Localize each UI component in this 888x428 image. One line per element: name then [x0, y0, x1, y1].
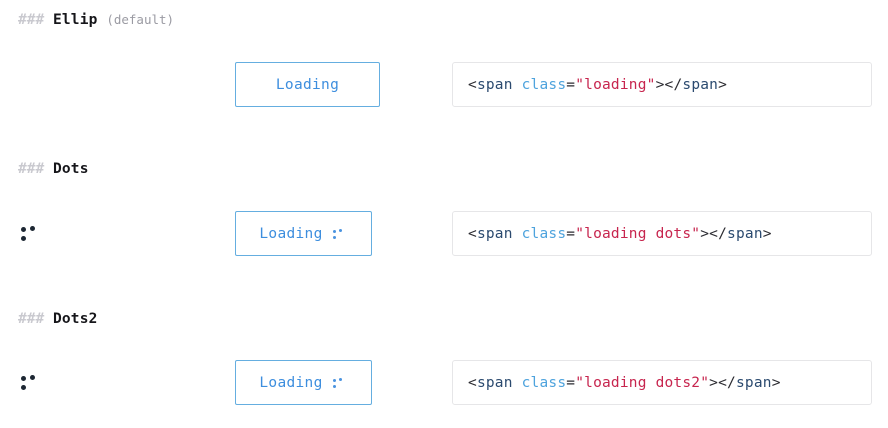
code-token-close-gt: >	[718, 76, 728, 93]
dot-1	[21, 376, 26, 381]
heading-title: Dots2	[52, 311, 98, 327]
loading-button-dots[interactable]: Loading	[235, 211, 372, 256]
inline-dots2-loader-icon	[332, 375, 348, 391]
code-token-close-tagname: span	[727, 225, 763, 242]
code-token-lt: <	[468, 374, 477, 391]
dot-2	[30, 375, 35, 380]
code-token-space	[513, 226, 522, 242]
code-token-close-lt: </	[709, 225, 728, 242]
code-token-tagname: span	[476, 374, 513, 391]
loading-button-label: Loading	[259, 225, 323, 242]
code-token-equals: =	[566, 225, 576, 242]
code-snippet-dots2: <span class="loading dots2"></span>	[452, 360, 872, 405]
code-token-attr: class	[521, 76, 567, 93]
section-heading-dots: ### Dots	[18, 160, 89, 178]
code-token-tagname: span	[476, 76, 513, 93]
code-token-close-gt: >	[771, 374, 781, 391]
code-token-close-gt: >	[762, 225, 772, 242]
code-token-lt: <	[468, 76, 477, 93]
heading-title: Dots	[52, 161, 89, 177]
inline-dots-loader-icon	[332, 226, 348, 242]
code-token-gt: >	[655, 76, 665, 93]
dot-3	[21, 236, 26, 241]
code-token-close-tagname: span	[682, 76, 719, 93]
code-token-attr: class	[521, 374, 567, 391]
heading-hash-marks: ###	[18, 12, 45, 28]
dot-1	[332, 229, 336, 233]
code-snippet-ellip: <span class="loading"></span>	[452, 62, 872, 107]
code-token-string: "loading"	[575, 76, 656, 93]
dots2-loader-icon	[19, 368, 45, 394]
loading-button-label: Loading	[275, 76, 340, 93]
loading-button-ellip[interactable]: Loading	[235, 62, 380, 107]
code-token-string: "loading dots2"	[575, 374, 710, 391]
code-token-lt: <	[468, 225, 477, 242]
dot-3	[332, 235, 336, 239]
loading-button-dots2[interactable]: Loading	[235, 360, 372, 405]
heading-title: Ellip	[52, 12, 98, 28]
heading-hash-marks: ###	[18, 161, 45, 177]
code-token-gt: >	[700, 225, 710, 242]
code-token-space	[513, 375, 522, 391]
dot-1	[332, 378, 336, 382]
heading-note: (default)	[106, 12, 175, 27]
dot-1	[21, 227, 26, 232]
dot-3	[332, 384, 336, 388]
code-token-attr: class	[521, 225, 567, 242]
dot-3	[21, 385, 26, 390]
heading-hash-marks: ###	[18, 311, 45, 327]
section-heading-dots2: ### Dots2	[18, 310, 98, 328]
code-token-space	[513, 77, 522, 93]
code-snippet-dots: <span class="loading dots"></span>	[452, 211, 872, 256]
dot-2	[338, 377, 342, 381]
code-token-string: "loading dots"	[575, 225, 701, 242]
code-token-equals: =	[566, 374, 576, 391]
code-token-tagname: span	[476, 225, 513, 242]
dot-2	[30, 226, 35, 231]
loading-button-label: Loading	[259, 374, 323, 391]
code-token-equals: =	[566, 76, 576, 93]
dot-2	[338, 228, 342, 232]
code-token-close-lt: </	[718, 374, 736, 391]
dots-loader-icon	[19, 219, 45, 245]
code-token-gt: >	[709, 374, 719, 391]
code-token-close-lt: </	[664, 76, 683, 93]
code-token-close-tagname: span	[735, 374, 772, 391]
section-heading-ellip: ### Ellip (default)	[18, 11, 174, 29]
